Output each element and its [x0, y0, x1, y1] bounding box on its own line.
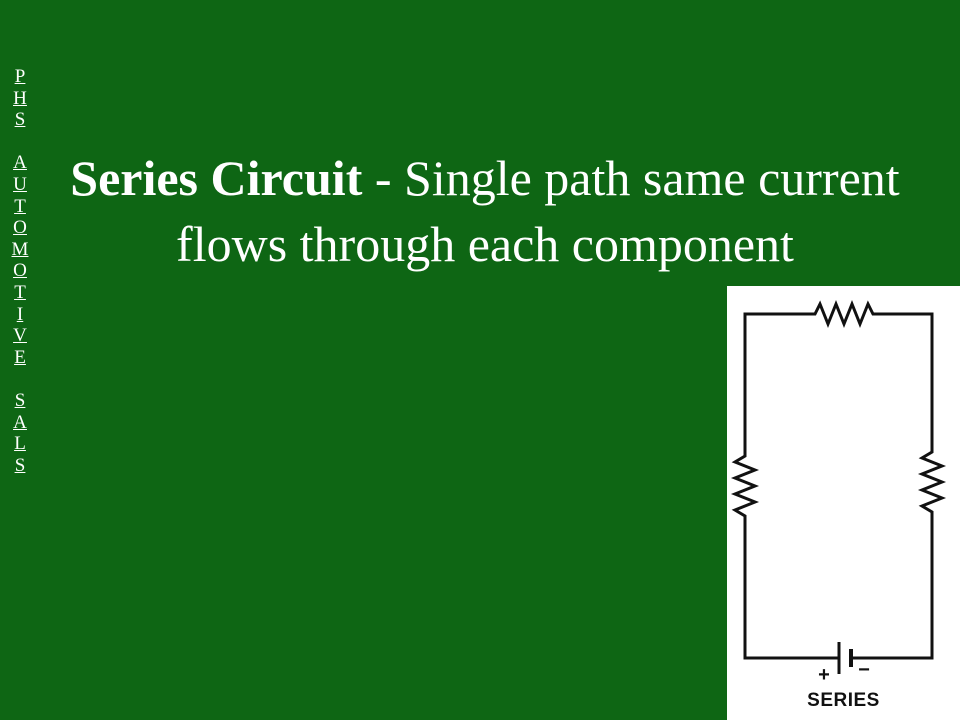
right-resistor	[917, 312, 947, 660]
side-link-letter: V	[13, 325, 27, 347]
title-term: Series Circuit	[70, 150, 363, 206]
circuit-drawing: + −	[730, 299, 947, 686]
side-link-letter: A	[13, 152, 27, 174]
side-link-letter: S	[14, 109, 26, 131]
side-link-letter: T	[14, 195, 26, 217]
side-link-letter: I	[16, 303, 24, 325]
side-link-letter: S	[14, 389, 26, 411]
side-link-gap	[6, 368, 34, 390]
side-link-letter: U	[13, 173, 27, 195]
series-circuit-diagram: + − SERIES	[727, 286, 960, 720]
battery-plus-sign: +	[818, 664, 830, 686]
side-link-letter: A	[13, 411, 27, 433]
left-resistor	[730, 312, 760, 660]
battery-minus-sign: −	[858, 659, 870, 681]
side-link-letter: L	[14, 433, 26, 455]
side-link-gap	[6, 131, 34, 153]
side-link-letter: O	[13, 217, 27, 239]
side-link-letter: O	[13, 260, 27, 282]
title-definition: - Single path same current flows through…	[176, 150, 900, 272]
side-link-letter: E	[14, 346, 26, 368]
side-link-letter: P	[14, 66, 26, 87]
side-link-letter: T	[14, 281, 26, 303]
side-link-letter: M	[11, 238, 29, 260]
slide-title: Series Circuit - Single path same curren…	[60, 145, 910, 277]
side-link-letter: S	[14, 454, 26, 476]
side-link-letter: H	[13, 87, 27, 109]
diagram-label: SERIES	[807, 690, 880, 711]
top-resistor	[743, 299, 934, 329]
